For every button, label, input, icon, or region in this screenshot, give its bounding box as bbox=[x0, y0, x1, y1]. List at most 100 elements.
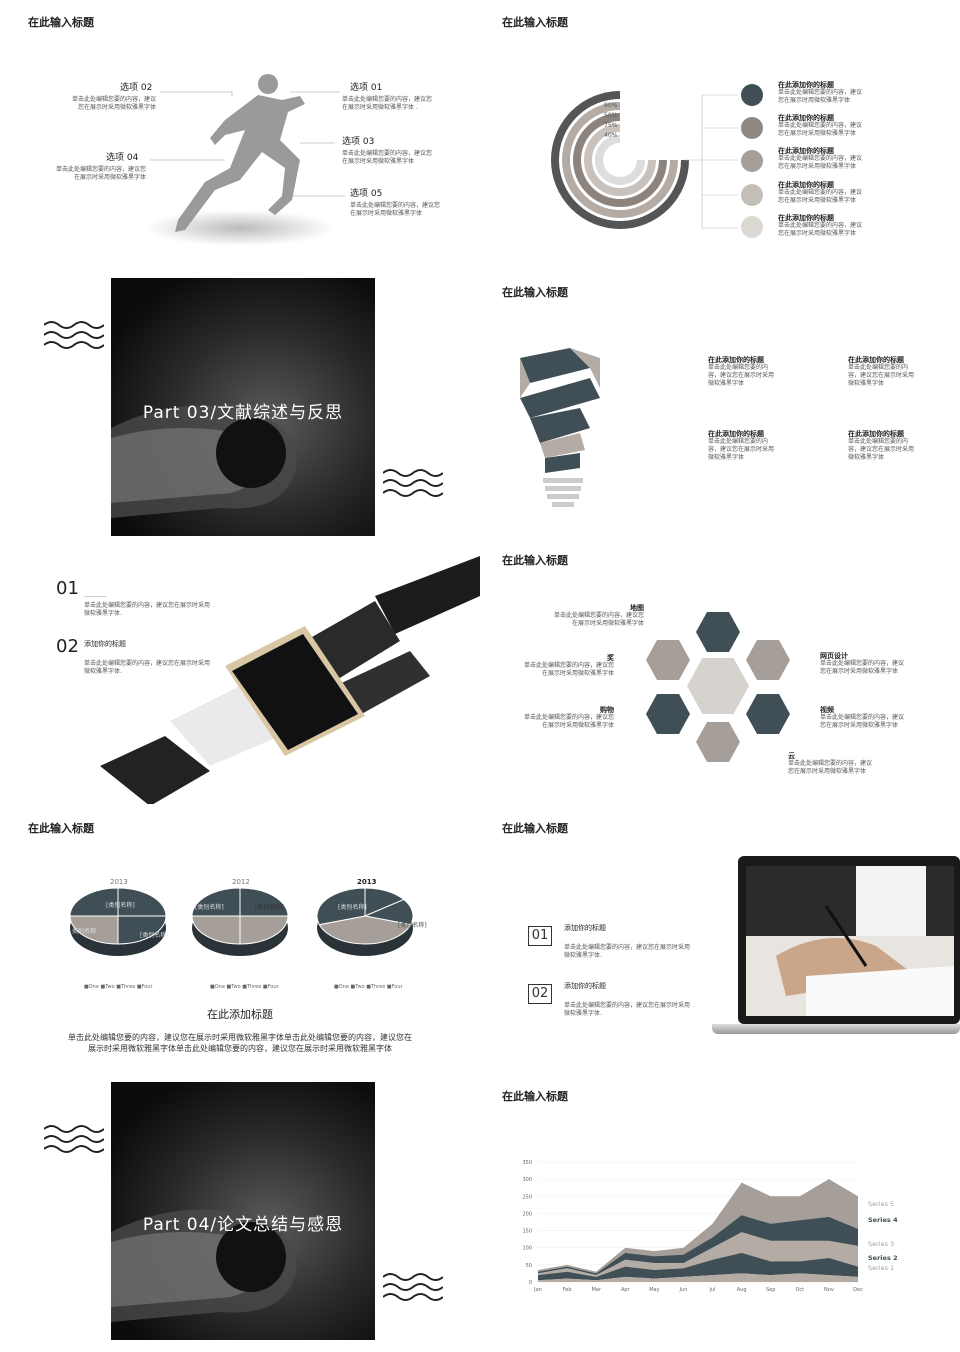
pie-slice bbox=[117, 887, 167, 917]
section-subtitle: 在此添加标题 bbox=[207, 1008, 273, 1021]
legend-label: Series 3 bbox=[868, 1240, 894, 1248]
legend-label: Series 1 bbox=[868, 1264, 894, 1272]
option-05-label: 选项 05 bbox=[350, 189, 383, 199]
bulb-block-4: 在此添加你的标题单击此处编辑您要的内容，建议您在展示时采用微软雅黑字体 bbox=[848, 430, 915, 461]
pie-cat-label: [类别名称] bbox=[140, 932, 169, 939]
x-tick-label: Nov bbox=[824, 1287, 834, 1293]
pie-legend-2: ■One ■Two ■Three ■Four bbox=[210, 984, 279, 990]
pie-slice bbox=[117, 915, 167, 945]
ring-item-3: 在此添加你的标题单击此处编辑您要的内容，建议您在展示时采用微软雅黑字体 bbox=[778, 147, 863, 170]
option-02-label: 选项 02 bbox=[120, 83, 153, 93]
bulb-block-3: 在此添加你的标题单击此处编辑您要的内容，建议您在展示时采用微软雅黑字体 bbox=[708, 430, 775, 461]
pie-year-2: 2012 bbox=[232, 878, 250, 886]
x-tick-label: Dec bbox=[853, 1287, 863, 1293]
percent-50: 50% bbox=[604, 112, 618, 119]
trophy-icon bbox=[687, 658, 749, 714]
pie-slice bbox=[191, 887, 241, 917]
bulb-block-2: 在此添加你的标题单击此处编辑您要的内容，建议您在展示时采用微软雅黑字体 bbox=[848, 356, 915, 387]
database-icon bbox=[741, 84, 763, 106]
hex-item-video: 视频单击此处编辑您要的内容，建议您在展示时采用微软雅黑字体 bbox=[820, 706, 905, 729]
tablet-icon bbox=[741, 117, 763, 139]
slide-pies: 在此输入标题 2013 2012 2013 ■One ■Two ■Three ■… bbox=[0, 804, 480, 1072]
pie-legend-3: ■One ■Two ■Three ■Four bbox=[334, 984, 403, 990]
y-tick-label: 350 bbox=[522, 1160, 532, 1166]
wave-decoration bbox=[44, 321, 104, 349]
option-01-label: 选项 01 bbox=[350, 83, 383, 93]
series-area bbox=[538, 1252, 858, 1281]
monitor-icon bbox=[741, 184, 763, 206]
body-text: 单击此处编辑您要的内容，建议您在展示时采用微软雅黑字体单击此处编辑您要的内容，建… bbox=[68, 1033, 412, 1053]
wave-decoration bbox=[383, 469, 443, 497]
series-area bbox=[538, 1215, 858, 1276]
number-01: 01 bbox=[56, 578, 79, 599]
bulb-graphic bbox=[520, 348, 600, 507]
x-tick-label: Aug bbox=[737, 1287, 747, 1293]
hex-item-shopping: 购物单击此处编辑您要的内容，建议您在展示时采用微软雅黑字体 bbox=[523, 706, 614, 729]
slide-title: 在此输入标题 bbox=[28, 822, 94, 835]
slide-rings: 在此输入标题 70% 90% 50% 75% 40% 在此添加你的标题单击此处编… bbox=[480, 0, 960, 268]
num-box-02: 02 bbox=[528, 984, 552, 1004]
text-02: 单击此处编辑您要的内容，建议您在展示时采用微软雅黑字体. bbox=[84, 660, 211, 675]
pie-year-1: 2013 bbox=[110, 878, 128, 886]
video-icon bbox=[746, 694, 790, 734]
slide-title: 在此输入标题 bbox=[28, 16, 94, 29]
slide-runner: 在此输入标题 选项 02 单击此处编辑您要的内容，建议您在展示时采用微软雅黑字体… bbox=[0, 0, 480, 268]
laptop-base bbox=[712, 1024, 960, 1034]
ring-item-1: 在此添加你的标题单击此处编辑您要的内容，建议您在展示时用微软雅黑字体 bbox=[778, 81, 863, 104]
x-tick-label: Jun bbox=[679, 1287, 688, 1293]
x-tick-label: May bbox=[649, 1287, 659, 1293]
y-tick-label: 0 bbox=[529, 1280, 532, 1286]
cart-icon bbox=[646, 694, 690, 734]
slide-laptop: 在此输入标题 01 添加你的标题 单击此处编辑您要的内容，建议您在展示时采用微软… bbox=[480, 804, 960, 1072]
pie-cat-label: [类别名称] bbox=[398, 922, 427, 929]
series-area bbox=[538, 1232, 858, 1277]
option-01-text: 单击此处编辑您要的内容，建议您在展示时采用微软雅黑字体 . bbox=[342, 96, 433, 111]
home-icon bbox=[741, 216, 763, 238]
item-title-01: 添加你的标题 bbox=[564, 924, 606, 932]
x-tick-label: Mar bbox=[591, 1287, 601, 1293]
ring-item-4: 在此添加你的标题单击此处编辑您要的内容，建议您在展示时采用微软雅黑字体 bbox=[778, 181, 863, 204]
percent-90: 90% bbox=[604, 102, 618, 109]
ring-item-5: 在此添加你的标题单击此处编辑您要的内容，建议您在展示时采用微软雅黑字体 bbox=[778, 214, 863, 237]
y-tick-label: 300 bbox=[522, 1177, 532, 1183]
item-text-02: 单击此处编辑您要的内容，建议您在展示时采用微软雅黑字体. bbox=[564, 1002, 691, 1017]
slide-title: 在此输入标题 bbox=[502, 16, 568, 29]
part-title: Part 03/文献综述与反思 bbox=[142, 403, 344, 423]
option-05-text: 单击此处编辑您要的内容，建议您在展示时采用微软雅黑字体 bbox=[350, 202, 441, 217]
option-03-text: 单击此处编辑您要的内容，建议您在展示时采用微软雅黑字体 bbox=[342, 150, 433, 165]
laptop-screen bbox=[738, 856, 960, 1024]
pie-year-3: 2013 bbox=[357, 878, 377, 886]
pie-slice bbox=[239, 915, 289, 945]
legend-label: Series 4 bbox=[868, 1216, 898, 1224]
hex-item-award: 奖单击此处编辑您要的内容，建议您在展示时采用微软雅黑字体 bbox=[523, 654, 614, 677]
number-02: 02 bbox=[56, 636, 79, 657]
y-tick-label: 50 bbox=[526, 1263, 532, 1269]
slide-title: 在此输入标题 bbox=[502, 554, 568, 567]
hex-item-map: 地图单击此处编辑您要的内容，建议您在展示时采用微软雅黑字体 bbox=[553, 604, 644, 627]
y-tick-label: 200 bbox=[522, 1211, 532, 1217]
x-tick-label: Jan bbox=[533, 1287, 542, 1293]
percent-40: 40% bbox=[604, 132, 618, 139]
legend-label: Series 2 bbox=[868, 1254, 898, 1262]
pie-slice bbox=[69, 887, 119, 917]
wave-decoration bbox=[383, 1273, 443, 1301]
ring-chart bbox=[551, 91, 738, 229]
pie-cat-label: [类别名称] bbox=[255, 904, 284, 911]
runner-graphic bbox=[145, 74, 345, 246]
slide-title: 在此输入标题 bbox=[502, 286, 568, 299]
slide-phone: 01 单击此处编辑您要的内容，建议您在展示时采用微软雅黑字体. 02 添加你的标… bbox=[0, 536, 480, 804]
pie-slice bbox=[316, 887, 366, 926]
pie-slice bbox=[318, 915, 412, 945]
slide-hexagons: 在此输入标题 地图单击此处编辑您要的内容，建议您在展示时采用微软雅黑字体 奖单击… bbox=[480, 536, 960, 804]
option-04-text: 单击此处编辑您要的内容，建议您在展示时采用微软雅黑字体 bbox=[55, 166, 146, 181]
pie-slice bbox=[191, 915, 241, 945]
percent-75: 75% bbox=[604, 122, 618, 129]
divider bbox=[84, 596, 106, 597]
x-tick-label: Oct bbox=[795, 1287, 804, 1293]
slide-title: 在此输入标题 bbox=[502, 1090, 568, 1103]
x-tick-label: Jul bbox=[709, 1287, 716, 1293]
pie-cat-label: [类别名称] bbox=[195, 904, 224, 911]
cloud-icon bbox=[696, 722, 740, 762]
